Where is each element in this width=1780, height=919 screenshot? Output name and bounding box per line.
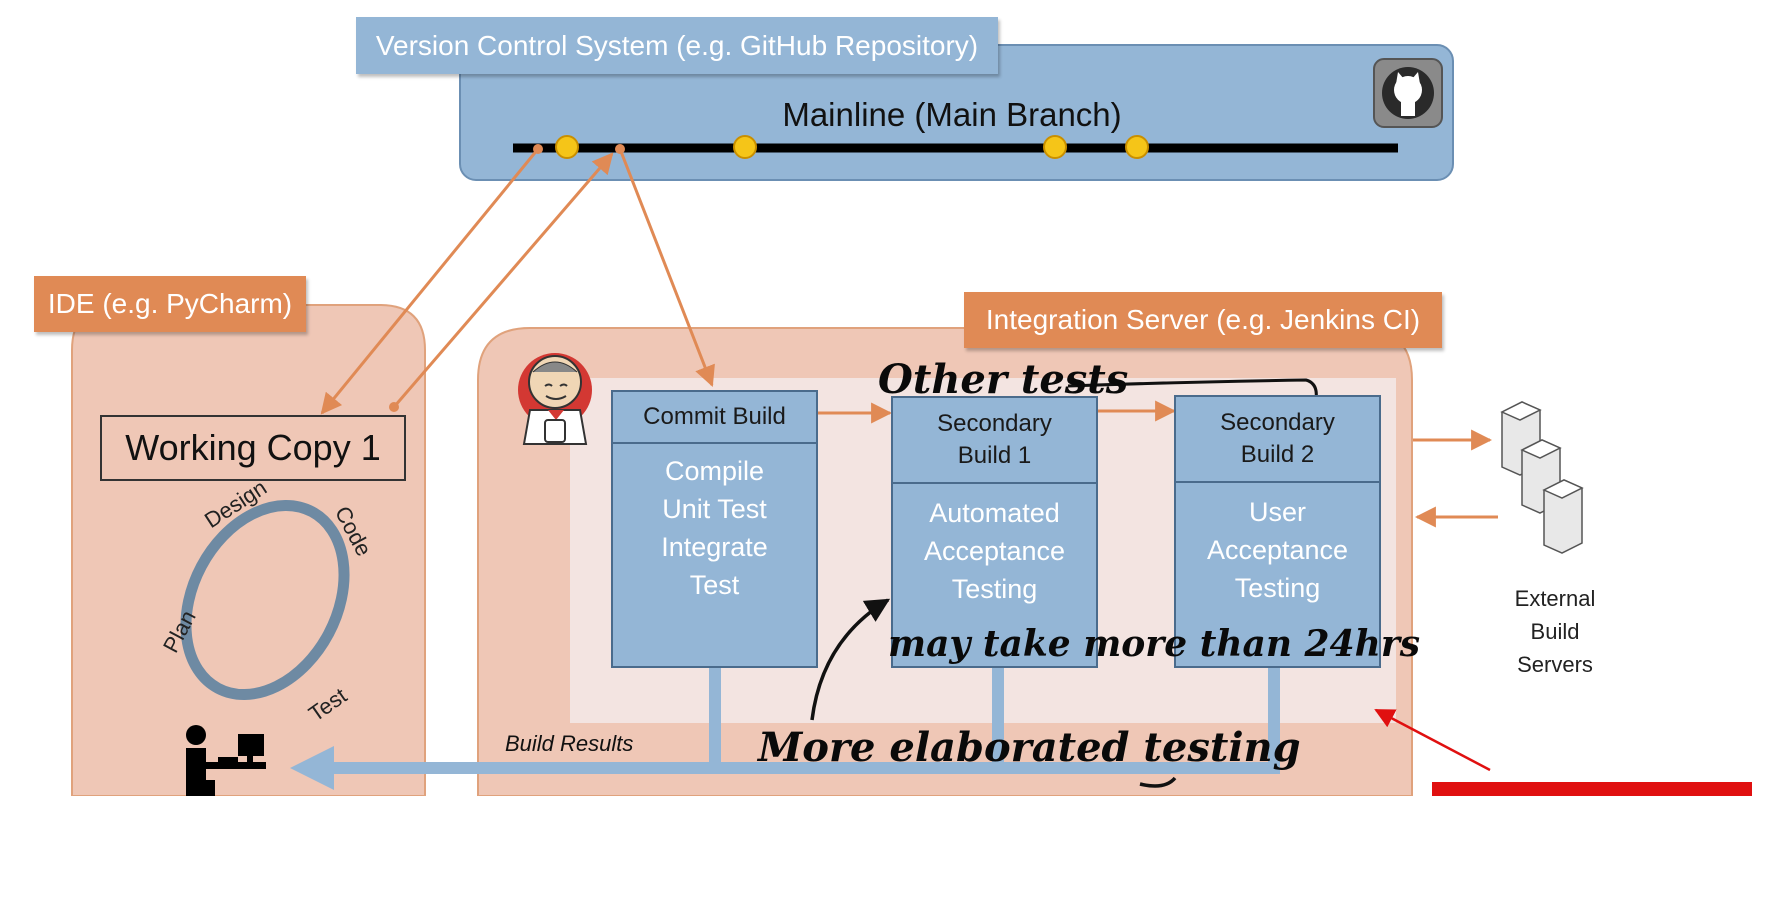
dev-cycle-loop [180, 499, 350, 701]
build-results-label: Build Results [505, 731, 634, 756]
other-tests-underline [1067, 378, 1318, 405]
stage-title: Secondary Build 2 [1176, 397, 1379, 483]
mainline-label: Mainline (Main Branch) [782, 96, 1122, 133]
working-copy-box: Working Copy 1 [100, 415, 406, 481]
red-caption-fragment [1432, 782, 1752, 796]
push-arrow [392, 152, 614, 408]
stage-title: Commit Build [613, 392, 816, 444]
external-servers-label: External Build Servers [1514, 586, 1596, 677]
feedback-drop [1268, 668, 1280, 774]
stage-body: Automated Acceptance Testing [923, 498, 1066, 604]
commit-dot [555, 135, 579, 159]
annotation-may-take: may take more than 24hrs [888, 623, 1421, 665]
feedback-drop [709, 668, 721, 774]
jenkins-butler-icon [518, 353, 592, 445]
github-octocat-icon [1373, 58, 1443, 128]
stage-body: User Acceptance Testing [1206, 497, 1349, 603]
feedback-drop [992, 668, 1004, 774]
stage-title: Secondary Build 1 [893, 398, 1096, 484]
secondary-build-2-stage: Secondary Build 2 User Acceptance Testin… [1174, 395, 1381, 668]
feedback-arrowhead [290, 746, 334, 790]
commit-build-stage: Commit Build Compile Unit Test Integrate… [611, 390, 818, 668]
pull-arrow [320, 148, 540, 415]
annotation-other-tests: Other tests [878, 356, 1129, 403]
trigger-arrow [618, 148, 715, 387]
handwritten-arrow [810, 598, 891, 721]
vcs-header: Version Control System (e.g. GitHub Repo… [356, 17, 998, 74]
stage-body: Compile Unit Test Integrate Test [661, 456, 768, 600]
secondary-build-1-stage: Secondary Build 1 Automated Acceptance T… [891, 396, 1098, 668]
handwritten-flourish [1139, 776, 1177, 788]
feedback-bar [325, 762, 1280, 774]
red-pointer-arrow [1374, 708, 1491, 772]
commit-dot [1043, 135, 1067, 159]
integration-header: Integration Server (e.g. Jenkins CI) [964, 292, 1442, 348]
developer-at-desk-icon [186, 725, 266, 796]
ide-header: IDE (e.g. PyCharm) [34, 276, 306, 332]
server-stack-icon [1500, 401, 1584, 554]
commit-dot [733, 135, 757, 159]
commit-dot [1125, 135, 1149, 159]
annotation-more-elaborated: More elaborated testing [758, 724, 1301, 771]
